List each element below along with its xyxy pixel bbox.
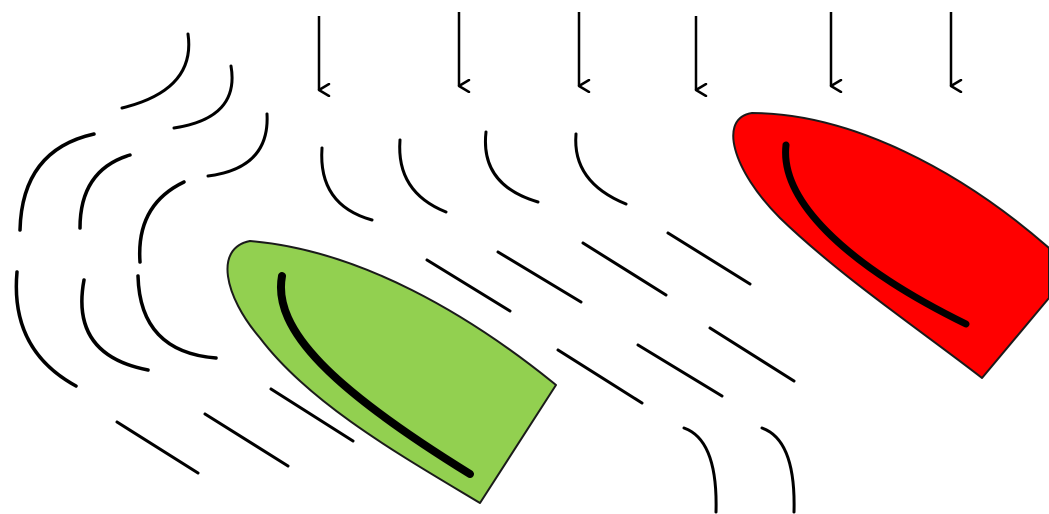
- arc-bottom-1: [684, 428, 716, 512]
- flow-line-7: [710, 328, 794, 381]
- arc-mid-1: [322, 148, 372, 220]
- flow-line-2: [498, 252, 581, 302]
- arc-left-6: [138, 276, 216, 358]
- incoming-arrows: [319, 12, 951, 90]
- flow-line-8: [117, 422, 198, 473]
- flow-line-6: [638, 345, 722, 396]
- middle-arcs: [322, 132, 626, 220]
- arc-bottom-2: [762, 428, 794, 512]
- arc-mid-3: [485, 132, 538, 202]
- red-hull: [733, 113, 1049, 378]
- flow-line-1: [427, 260, 510, 311]
- leading-edge-arcs: [16, 34, 267, 386]
- flow-line-4: [668, 233, 750, 284]
- arc-left-2: [80, 155, 130, 228]
- arc-left-3: [140, 182, 184, 262]
- arc-mid-2: [400, 140, 446, 212]
- flow-line-9: [205, 414, 288, 466]
- arc-mid-4: [576, 134, 626, 204]
- trailing-arcs: [684, 428, 794, 512]
- arc-left-1: [20, 134, 94, 230]
- green-hull: [227, 241, 556, 503]
- green-hull-shape: [227, 241, 556, 503]
- red-hull-shape: [733, 113, 1049, 378]
- arc-top-3: [208, 114, 267, 176]
- arc-left-4: [16, 272, 76, 386]
- arc-top-2: [174, 66, 232, 128]
- flow-line-5: [558, 350, 642, 403]
- arc-top-1: [122, 34, 189, 108]
- flow-line-3: [583, 243, 666, 295]
